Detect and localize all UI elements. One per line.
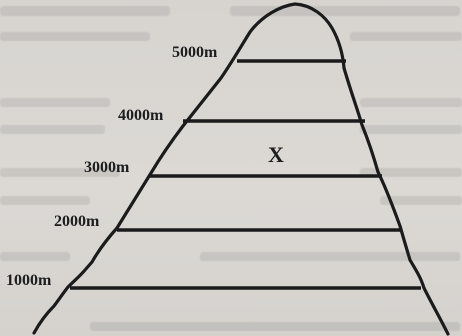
label-3000m: 3000m bbox=[84, 159, 130, 176]
label-1000m: 1000m bbox=[6, 272, 52, 289]
point-x-label: X bbox=[268, 142, 284, 167]
show-through-text bbox=[0, 6, 462, 331]
mountain-outline bbox=[32, 2, 450, 336]
label-2000m: 2000m bbox=[54, 213, 100, 230]
label-4000m: 4000m bbox=[118, 107, 164, 124]
label-5000m: 5000m bbox=[172, 44, 218, 61]
